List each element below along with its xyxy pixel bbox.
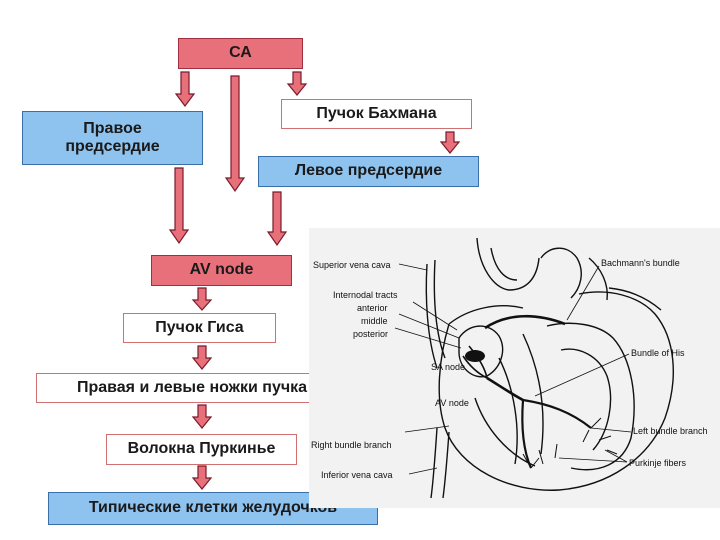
label-av-node: AV node — [435, 398, 469, 408]
node-av-node: AV node — [151, 255, 292, 286]
node-bachmann-bundle: Пучок Бахмана — [281, 99, 472, 129]
arrow-branches-to-purkinje — [191, 404, 213, 429]
arrow-his-to-branches — [191, 345, 213, 370]
label-anterior: anterior — [357, 303, 388, 313]
label-inferior-vena-cava: Inferior vena cava — [321, 470, 393, 480]
node-his-bundle: Пучок Гиса — [123, 313, 276, 343]
node-left-atrium: Левое предсердие — [258, 156, 479, 187]
label-middle: middle — [361, 316, 388, 326]
node-purkinje-fibers: Волокна Пуркинье — [106, 434, 297, 465]
arrow-sa-to-av-node — [224, 75, 246, 193]
node-sa: СА — [178, 38, 303, 69]
label-right-bundle-branch: Right bundle branch — [311, 440, 392, 450]
arrow-left-atrium-to-av — [266, 191, 288, 247]
label-bachmanns-bundle: Bachmann's bundle — [601, 258, 680, 268]
arrow-sa-to-right-atrium — [174, 71, 196, 107]
label-bundle-of-his: Bundle of His — [631, 348, 685, 358]
label-left-bundle-branch: Left bundle branch — [633, 426, 708, 436]
heart-conduction-figure: Superior vena cava Internodal tracts ant… — [309, 228, 720, 508]
label-superior-vena-cava: Superior vena cava — [313, 260, 391, 270]
label-posterior: posterior — [353, 329, 388, 339]
node-right-atrium: Правое предсердие — [22, 111, 203, 165]
label-sa-node: SA node — [431, 362, 465, 372]
arrow-av-to-his — [191, 287, 213, 311]
heart-drawing: Superior vena cava Internodal tracts ant… — [311, 237, 708, 499]
label-internodal-tracts: Internodal tracts — [333, 290, 398, 300]
arrow-sa-to-bachmann — [286, 71, 308, 96]
arrow-purkinje-to-cells — [191, 465, 213, 490]
arrow-bachmann-to-left-atrium — [439, 131, 461, 154]
sa-node-mark — [465, 350, 485, 362]
arrow-right-atrium-to-av — [168, 167, 190, 245]
label-purkinje-fibers: Purkinje fibers — [629, 458, 687, 468]
